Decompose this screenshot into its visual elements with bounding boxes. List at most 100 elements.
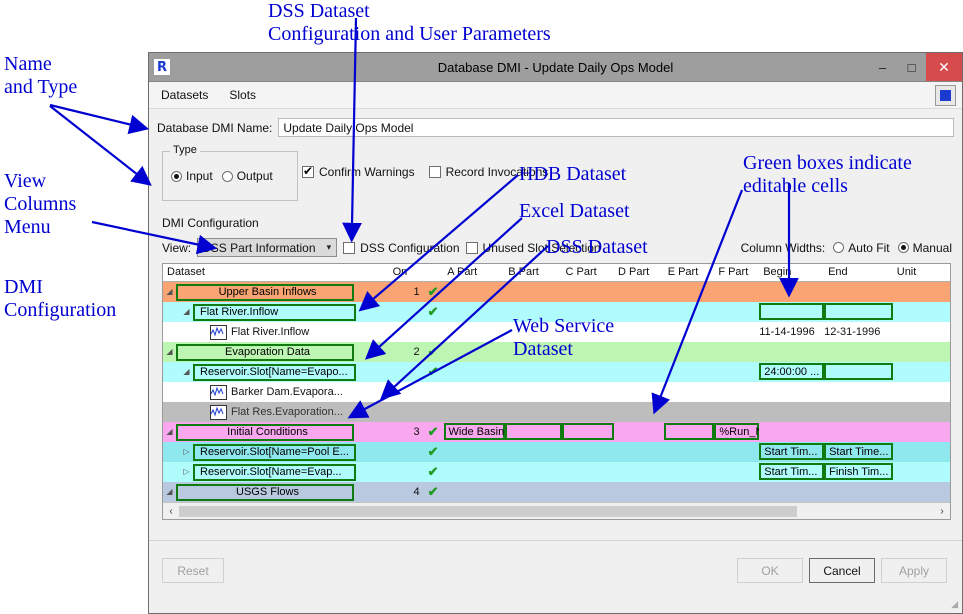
dmi-name-input[interactable]: Update Daily Ops Model: [278, 118, 954, 137]
dataset-name-box[interactable]: Flat River.Inflow: [193, 304, 356, 321]
cell-d-part[interactable]: [614, 362, 664, 382]
radio-output[interactable]: Output: [222, 169, 273, 183]
cell-unit[interactable]: [893, 342, 950, 362]
horizontal-scrollbar[interactable]: ‹ ›: [163, 502, 950, 519]
cell-unit[interactable]: [893, 302, 950, 322]
cell-end[interactable]: Finish Tim...: [824, 462, 893, 482]
cell-a-part[interactable]: [444, 462, 505, 482]
checkbox-dss-configuration[interactable]: DSS Configuration: [343, 241, 459, 255]
cell-e-part[interactable]: [664, 322, 715, 342]
editable-cell-box[interactable]: 24:00:00 ...: [759, 363, 824, 380]
editable-cell-box[interactable]: Start Time...: [824, 443, 893, 460]
cell-on-checkmark[interactable]: ✔: [423, 422, 444, 442]
cell-end[interactable]: [824, 282, 893, 302]
column-header-end[interactable]: End: [824, 264, 893, 281]
resize-grip-icon[interactable]: ◢: [951, 599, 958, 610]
cell-dataset[interactable]: Barker Dam.Evapora...: [163, 382, 389, 402]
cell-a-part[interactable]: [444, 342, 505, 362]
radio-auto-fit[interactable]: Auto Fit: [833, 241, 889, 255]
table-row[interactable]: Flat Res.Evaporation...: [163, 402, 950, 422]
cell-end[interactable]: [824, 402, 893, 422]
cell-dataset[interactable]: Flat River.Inflow: [163, 322, 389, 342]
table-row[interactable]: ◢Upper Basin Inflows1✔: [163, 282, 950, 302]
cancel-button[interactable]: Cancel: [809, 558, 875, 583]
editable-cell-box[interactable]: [505, 423, 562, 440]
cell-end[interactable]: [824, 382, 893, 402]
cell-dataset[interactable]: ◢Upper Basin Inflows: [163, 282, 389, 302]
column-header-begin[interactable]: Begin: [759, 264, 824, 281]
cell-e-part[interactable]: [664, 422, 715, 442]
table-row[interactable]: ◢Initial Conditions3✔Wide Basin%Run_Name…: [163, 422, 950, 442]
save-dataset-icon[interactable]: [935, 85, 956, 106]
column-header-f[interactable]: F Part: [714, 264, 759, 281]
cell-unit[interactable]: [893, 442, 950, 462]
editable-cell-box[interactable]: %Run_Name%: [714, 423, 759, 440]
cell-e-part[interactable]: [664, 462, 715, 482]
cell-c-part[interactable]: [562, 422, 614, 442]
column-header-a[interactable]: A Part: [443, 264, 504, 281]
cell-d-part[interactable]: [614, 302, 664, 322]
cell-unit[interactable]: [893, 362, 950, 382]
cell-dataset[interactable]: ◢Initial Conditions: [163, 422, 389, 442]
cell-on-checkmark[interactable]: [423, 322, 444, 342]
cell-dataset[interactable]: ▷Reservoir.Slot[Name=Pool E...: [163, 442, 389, 462]
cell-d-part[interactable]: [614, 402, 664, 422]
cell-b-part[interactable]: [505, 482, 562, 502]
cell-d-part[interactable]: [614, 382, 664, 402]
cell-end[interactable]: Start Time...: [824, 442, 893, 462]
maximize-icon[interactable]: □: [897, 53, 926, 81]
editable-cell-box[interactable]: Wide Basin: [444, 423, 505, 440]
cell-f-part[interactable]: %Run_Name%: [714, 422, 759, 442]
cell-unit[interactable]: [893, 462, 950, 482]
expand-toggle-icon[interactable]: ◢: [180, 302, 193, 322]
cell-c-part[interactable]: [562, 482, 614, 502]
column-header-c[interactable]: C Part: [562, 264, 615, 281]
cell-on-checkmark[interactable]: ✔: [423, 342, 444, 362]
editable-cell-box[interactable]: [562, 423, 614, 440]
cell-b-part[interactable]: [505, 422, 562, 442]
cell-c-part[interactable]: [562, 402, 614, 422]
cell-d-part[interactable]: [614, 282, 664, 302]
cell-e-part[interactable]: [664, 302, 715, 322]
scroll-right-icon[interactable]: ›: [934, 506, 950, 517]
cell-dataset[interactable]: ◢Reservoir.Slot[Name=Evapo...: [163, 362, 389, 382]
cell-dataset[interactable]: ◢Flat River.Inflow: [163, 302, 389, 322]
cell-c-part[interactable]: [562, 362, 614, 382]
cell-f-part[interactable]: [714, 302, 759, 322]
editable-cell-box[interactable]: Finish Tim...: [824, 463, 893, 480]
cell-on-checkmark[interactable]: ✔: [423, 282, 444, 302]
cell-unit[interactable]: [893, 322, 950, 342]
dataset-name-box[interactable]: Reservoir.Slot[Name=Evap...: [193, 464, 356, 481]
cell-e-part[interactable]: [664, 382, 715, 402]
cell-begin[interactable]: [759, 302, 824, 322]
expand-toggle-icon[interactable]: ◢: [180, 362, 193, 382]
dataset-name-box[interactable]: Initial Conditions: [176, 424, 354, 441]
column-header-e[interactable]: E Part: [664, 264, 715, 281]
editable-cell-box[interactable]: [824, 303, 893, 320]
column-header-dataset[interactable]: Dataset: [163, 264, 389, 281]
table-row[interactable]: ◢Reservoir.Slot[Name=Evapo...✔24:00:00 .…: [163, 362, 950, 382]
table-row[interactable]: ▷Reservoir.Slot[Name=Evap...✔Start Tim..…: [163, 462, 950, 482]
cell-on-checkmark[interactable]: ✔: [423, 462, 444, 482]
column-header-b[interactable]: B Part: [504, 264, 561, 281]
cell-d-part[interactable]: [614, 322, 664, 342]
scroll-left-icon[interactable]: ‹: [163, 506, 179, 517]
cell-on-checkmark[interactable]: ✔: [423, 482, 444, 502]
scrollbar-thumb[interactable]: [179, 506, 797, 517]
cell-f-part[interactable]: [714, 342, 759, 362]
cell-a-part[interactable]: [444, 382, 505, 402]
cell-b-part[interactable]: [505, 282, 562, 302]
cell-dataset[interactable]: Flat Res.Evaporation...: [163, 402, 389, 422]
table-row[interactable]: ◢USGS Flows4✔: [163, 482, 950, 502]
cell-dataset[interactable]: ▷Reservoir.Slot[Name=Evap...: [163, 462, 389, 482]
cell-e-part[interactable]: [664, 282, 715, 302]
minimize-icon[interactable]: –: [868, 53, 897, 81]
cell-end[interactable]: [824, 342, 893, 362]
cell-d-part[interactable]: [614, 342, 664, 362]
cell-dataset[interactable]: ◢Evaporation Data: [163, 342, 389, 362]
checkbox-confirm-warnings[interactable]: Confirm Warnings: [302, 165, 415, 179]
cell-unit[interactable]: [893, 482, 950, 502]
cell-f-part[interactable]: [714, 402, 759, 422]
cell-a-part[interactable]: Wide Basin: [444, 422, 505, 442]
cell-begin[interactable]: [759, 342, 824, 362]
